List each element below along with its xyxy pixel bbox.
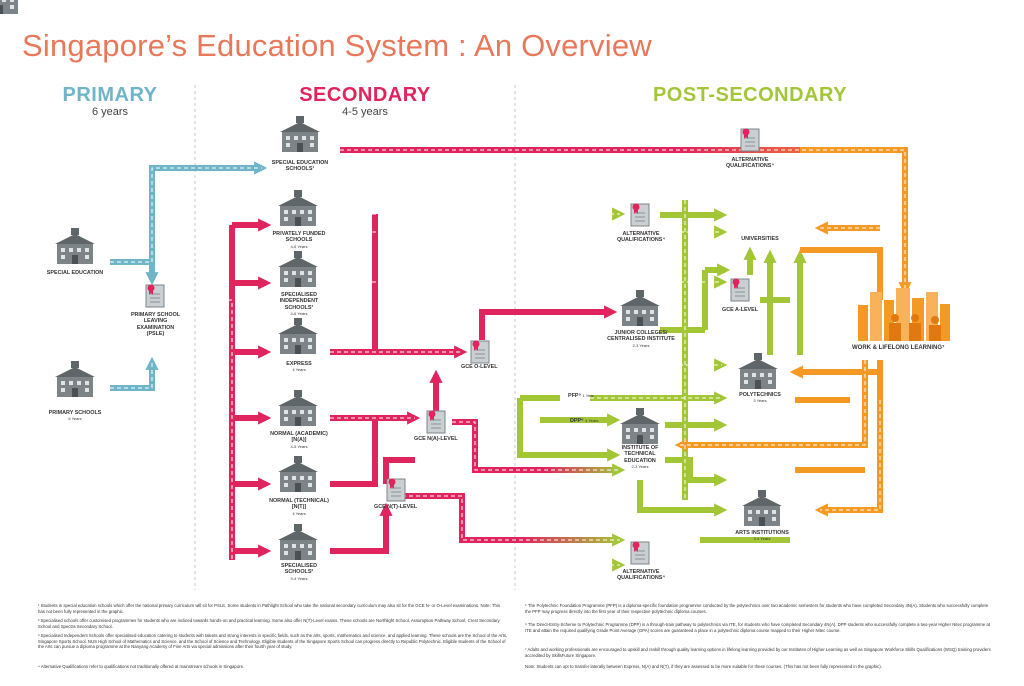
school-building-icon	[278, 456, 318, 492]
node-gce-o-level: GCE O-LEVEL	[461, 364, 498, 370]
phase-primary-label: PRIMARY	[62, 84, 158, 106]
school-building-icon	[738, 353, 778, 389]
node-universities: UNIVERSITIES	[741, 236, 779, 242]
footnote-5: ⁵ The Polytechnic Foundation Programme (…	[525, 603, 989, 614]
certificate-icon	[145, 284, 165, 308]
school-building-icon	[280, 116, 320, 152]
school-building-icon	[278, 318, 318, 354]
school-building-icon	[278, 390, 318, 426]
school-building-icon	[620, 290, 660, 326]
certificate-icon	[386, 478, 406, 502]
school-building-icon	[278, 251, 318, 287]
footnote-2: ² Specialised schools offer customised p…	[38, 618, 500, 629]
pfp-label: PFP⁵ 1 Year	[568, 393, 594, 399]
phase-secondary-duration: 4-5 years	[342, 106, 388, 118]
certificate-icon	[730, 278, 750, 302]
footnote-3: ³ Specialised Independent Schools offer …	[38, 633, 508, 650]
school-building-icon	[620, 408, 660, 444]
school-building-icon	[55, 361, 95, 397]
footnote-4: ⁴ Alternative Qualifications refer to qu…	[38, 664, 245, 669]
footnote-note: Note: Students can opt to transfer later…	[525, 664, 882, 669]
node-alternative-qualifications-top: ALTERNATIVE QUALIFICATIONS⁴	[725, 157, 775, 170]
dpp-label: DPP⁶ 4 Years	[570, 418, 599, 424]
node-normal-technical: NORMAL (TECHNICAL) [N(T)]4 Years	[269, 498, 329, 516]
node-alternative-qualifications-bottom: ALTERNATIVE QUALIFICATIONS⁴	[616, 569, 666, 582]
footnote-1: ¹ Students in special education schools …	[38, 603, 500, 614]
node-normal-academic: NORMAL (ACADEMIC) [N(A)]4-5 Years	[270, 431, 328, 449]
node-special-education: SPECIAL EDUCATION	[46, 270, 104, 276]
certificate-icon	[740, 128, 760, 152]
phase-secondary-label: SECONDARY	[299, 84, 431, 106]
phase-primary-duration: 6 years	[91, 106, 129, 118]
certificate-icon	[470, 340, 490, 364]
university-building-icon	[0, 0, 20, 14]
node-gce-nt-level: GCE N(T)-LEVEL	[374, 504, 418, 510]
node-gce-na-level: GCE N(A)-LEVEL	[414, 436, 458, 442]
certificate-icon	[630, 541, 650, 565]
node-alternative-qualifications-mid: ALTERNATIVE QUALIFICATIONS⁴	[616, 231, 666, 244]
node-work-lifelong-learning: WORK & LIFELONG LEARNING⁷	[852, 345, 945, 351]
certificate-icon	[426, 410, 446, 434]
school-building-icon	[55, 228, 95, 264]
phase-post-secondary-label: POST-SECONDARY	[652, 84, 848, 106]
footnote-7: ⁷ Adults and working professionals are e…	[525, 647, 991, 658]
school-building-icon	[278, 524, 318, 560]
node-special-education-schools: SPECIAL EDUCATION SCHOOLS¹	[271, 160, 329, 173]
node-psle: PRIMARY SCHOOL LEAVING EXAMINATION (PSLE…	[130, 312, 181, 338]
school-building-icon	[278, 190, 318, 226]
city-people-icon	[858, 288, 950, 341]
certificate-icon	[630, 203, 650, 227]
footnote-6: ⁶ The Direct-Entry-Scheme to Polytechnic…	[525, 622, 990, 633]
node-gce-a-level: GCE A-LEVEL	[722, 307, 759, 313]
page-title: Singapore’s Education System : An Overvi…	[22, 28, 652, 63]
arts-building-icon	[742, 490, 782, 526]
